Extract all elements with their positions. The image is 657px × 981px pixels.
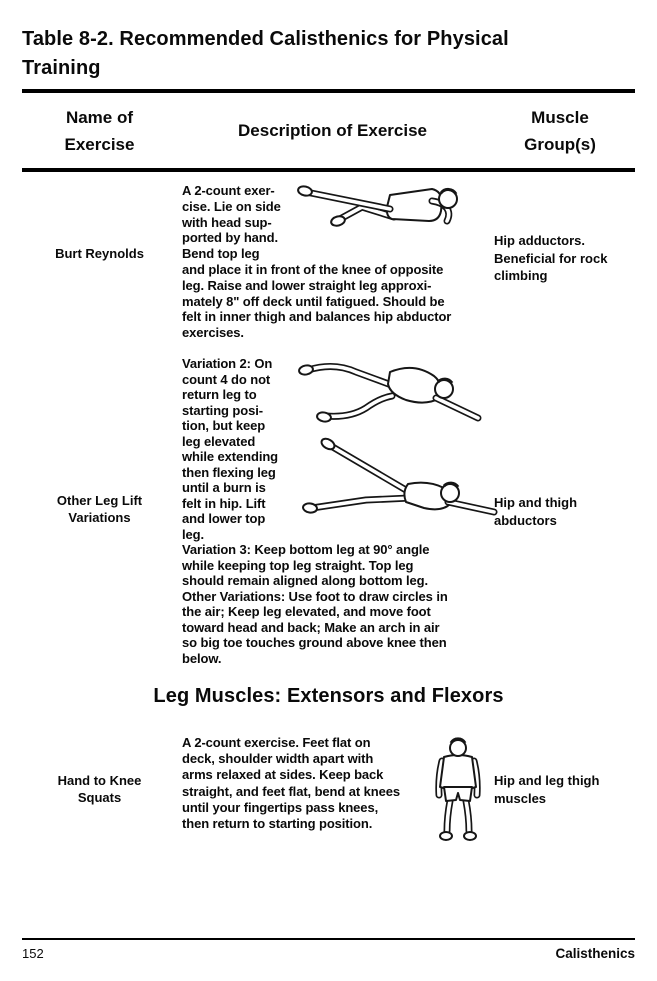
divider-header xyxy=(22,168,635,172)
lying-high-leg-raise-illustration xyxy=(302,437,498,516)
lying-side-leg-raise-illustration xyxy=(297,185,458,227)
exercise-description: A 2-count exer- cise. Lie on side with h… xyxy=(182,183,452,341)
muscle-group: Hip and thigh abductors xyxy=(494,495,578,528)
exercise-description: Variation 2: On count 4 do not return le… xyxy=(182,356,448,666)
divider-footer xyxy=(22,938,635,940)
exercise-name: Hand to Knee Squats xyxy=(57,773,142,805)
lying-twist-leg-lift-illustration xyxy=(298,363,482,423)
column-header-description: Description of Exercise xyxy=(238,121,427,140)
muscle-group: Hip adductors. Beneficial for rock climb… xyxy=(494,233,608,283)
exercise-name: Burt Reynolds xyxy=(55,246,144,261)
muscle-group: Hip and leg thigh muscles xyxy=(494,773,600,806)
footer-chapter-label: Calisthenics xyxy=(555,946,635,961)
exercise-description: A 2-count exercise. Feet flat on deck, s… xyxy=(182,735,400,832)
table-title: Table 8-2. Recommended Calisthenics for … xyxy=(22,28,509,79)
standing-squat-illustration xyxy=(435,737,481,841)
section-heading: Leg Muscles: Extensors and Flexors xyxy=(153,685,504,707)
divider-top xyxy=(22,89,635,93)
page-number: 152 xyxy=(22,946,44,961)
column-header-name: Name of Exercise xyxy=(64,107,135,154)
column-header-muscle: Muscle Group(s) xyxy=(524,107,596,154)
exercise-name: Other Leg Lift Variations xyxy=(56,493,143,525)
